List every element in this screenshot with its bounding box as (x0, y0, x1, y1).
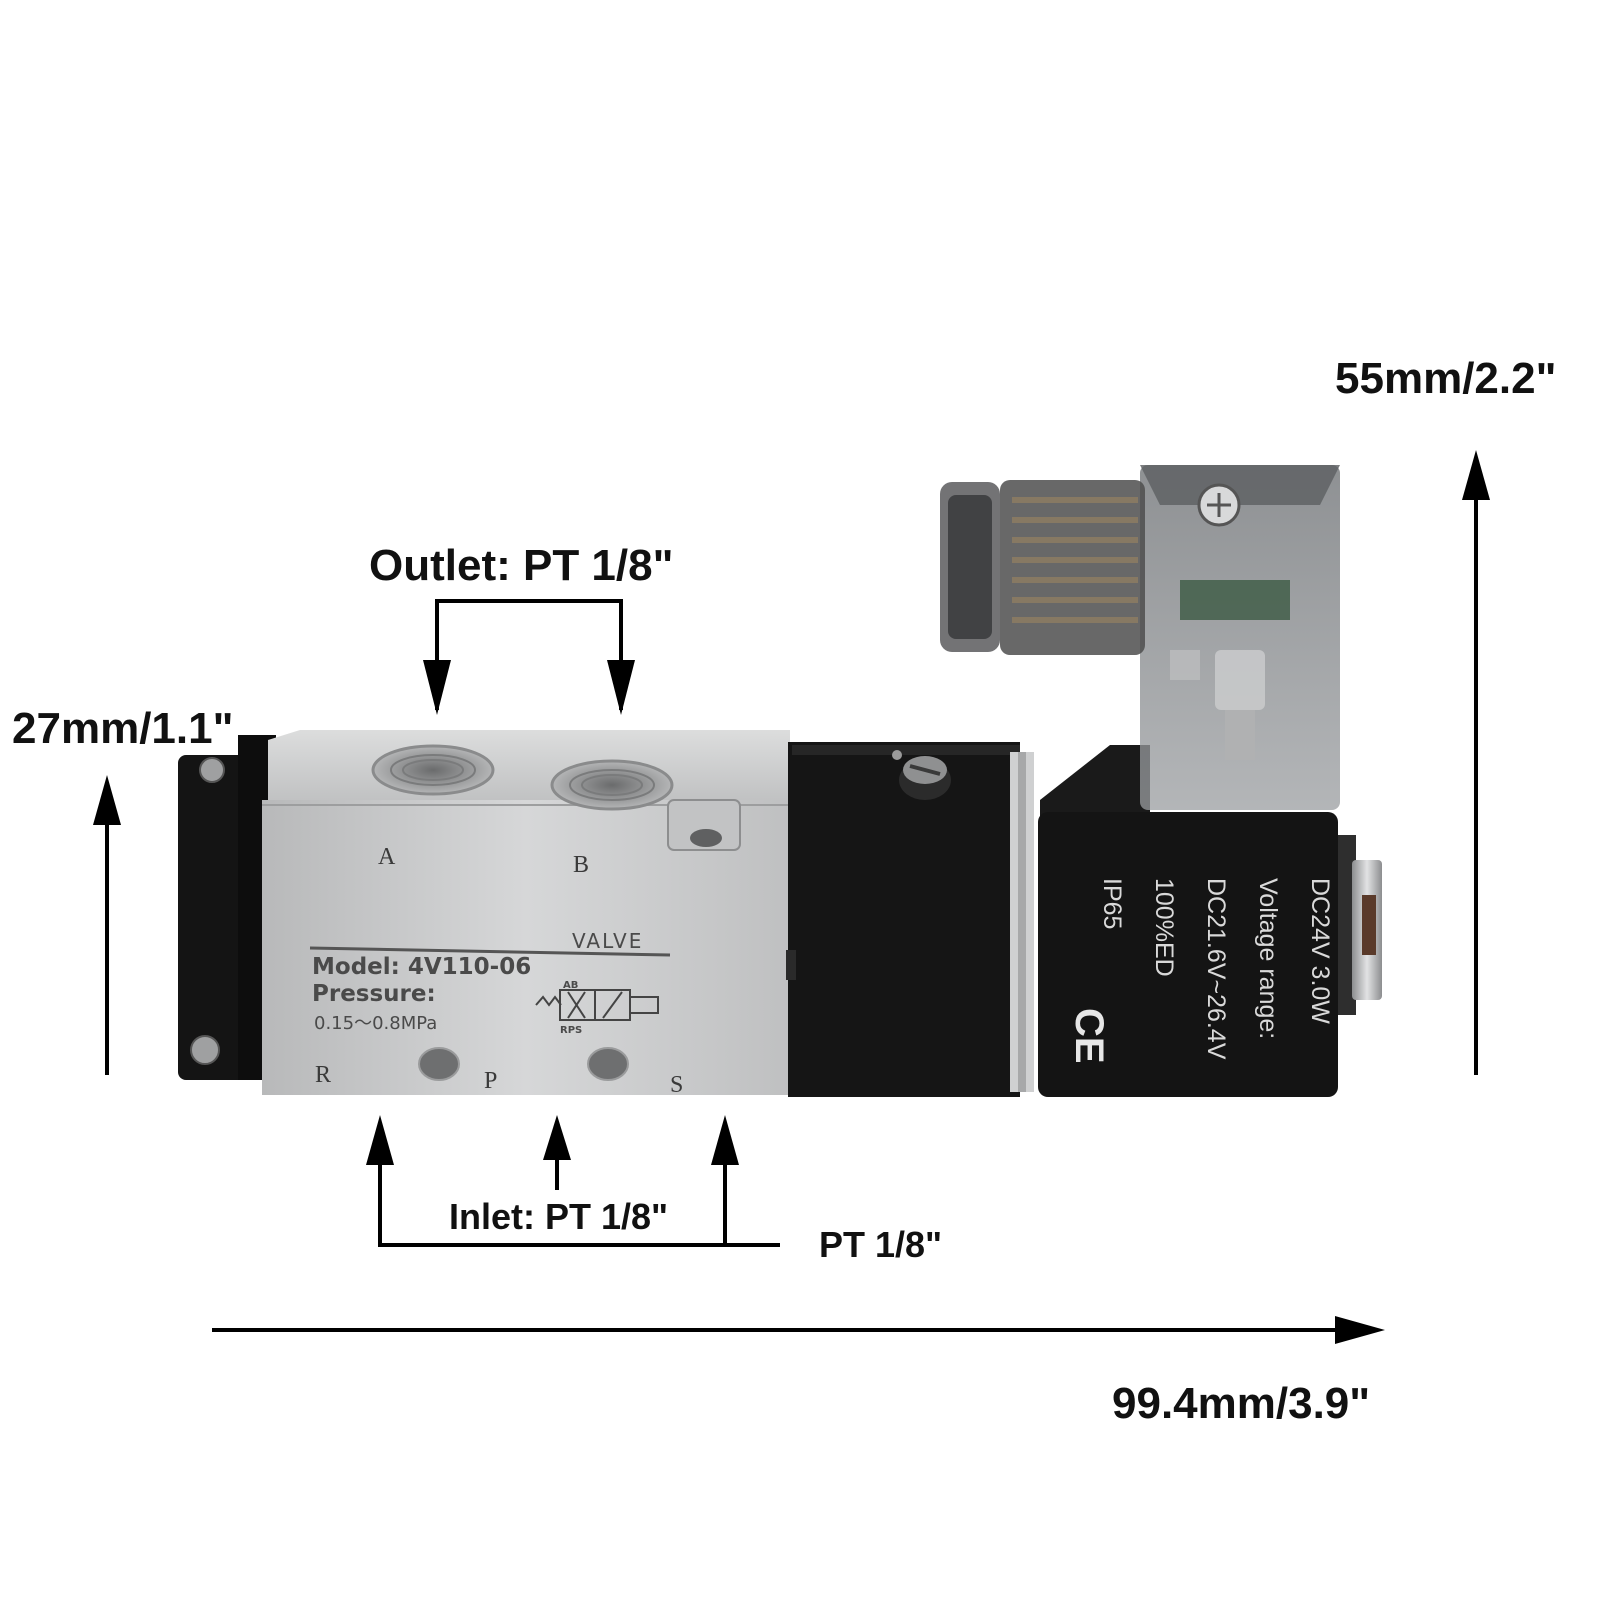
port-hole-right (587, 1047, 629, 1081)
solenoid-housing (786, 742, 1034, 1097)
inlet-label: Inlet: PT 1/8" (449, 1196, 668, 1237)
din-connector (940, 465, 1340, 810)
symbol-bottom-label: RPS (560, 1025, 582, 1036)
aluminum-body: A B R P S VALVE Model: 4V110-06 Pressure… (262, 730, 790, 1098)
ce-mark-text: CE (1067, 1008, 1111, 1064)
port-letter-s: S (670, 1072, 683, 1098)
ce-mark: CE (1067, 1008, 1111, 1064)
port-letter-a: A (378, 844, 396, 870)
brand-label: VALVE (572, 929, 643, 953)
port-a-hole (371, 744, 495, 796)
pneumatic-symbol (535, 989, 659, 1021)
port-letter-b: B (573, 852, 589, 878)
arrow-length-bottom (212, 1316, 1385, 1344)
coil-specs: DC24V 3.0W Voltage range: DC21.6V~26.4V … (1098, 878, 1334, 1060)
port-hole-left (418, 1047, 460, 1081)
coil-spec-line-5: IP65 (1098, 878, 1126, 929)
solenoid-valve: A B R P S VALVE Model: 4V110-06 Pressure… (178, 465, 1382, 1098)
exhaust-label: PT 1/8" (819, 1224, 942, 1265)
cable-gland (940, 480, 1145, 655)
arrow-height-right (1462, 450, 1490, 1075)
port-letter-p: P (484, 1068, 497, 1094)
dimension-label-55mm: 55mm/2.2" (1335, 354, 1556, 403)
symbol-top-label: AB (563, 980, 578, 991)
pressure-range: 0.15～0.8MPa (314, 1013, 437, 1034)
pressure-label: Pressure: (312, 981, 436, 1007)
coil-spec-line-4: 100%ED (1150, 878, 1178, 977)
dimension-label-27mm: 27mm/1.1" (12, 704, 233, 753)
arrow-height-left (93, 775, 121, 1075)
model-label: Model: 4V110-06 (312, 954, 531, 980)
coil-nut (1338, 835, 1382, 1015)
inlet-bracket-arrows (366, 1115, 780, 1247)
port-b-hole (550, 759, 674, 811)
coil-spec-line-3: DC21.6V~26.4V (1202, 878, 1230, 1060)
left-end-cap (178, 735, 276, 1080)
coil-spec-line-2: Voltage range: (1254, 878, 1282, 1039)
manual-override-screw (892, 750, 951, 800)
coil-spec-line-1: DC24V 3.0W (1306, 878, 1334, 1024)
outlet-label: Outlet: PT 1/8" (369, 541, 673, 590)
mounting-boss (667, 799, 741, 851)
solenoid-coil: DC24V 3.0W Voltage range: DC21.6V~26.4V … (1038, 745, 1382, 1097)
port-letter-r: R (315, 1062, 331, 1088)
dimension-label-99mm: 99.4mm/3.9" (1112, 1379, 1370, 1428)
outlet-bracket-arrows (423, 599, 635, 715)
nameplate: VALVE Model: 4V110-06 Pressure: 0.15～0.8… (309, 929, 671, 1036)
